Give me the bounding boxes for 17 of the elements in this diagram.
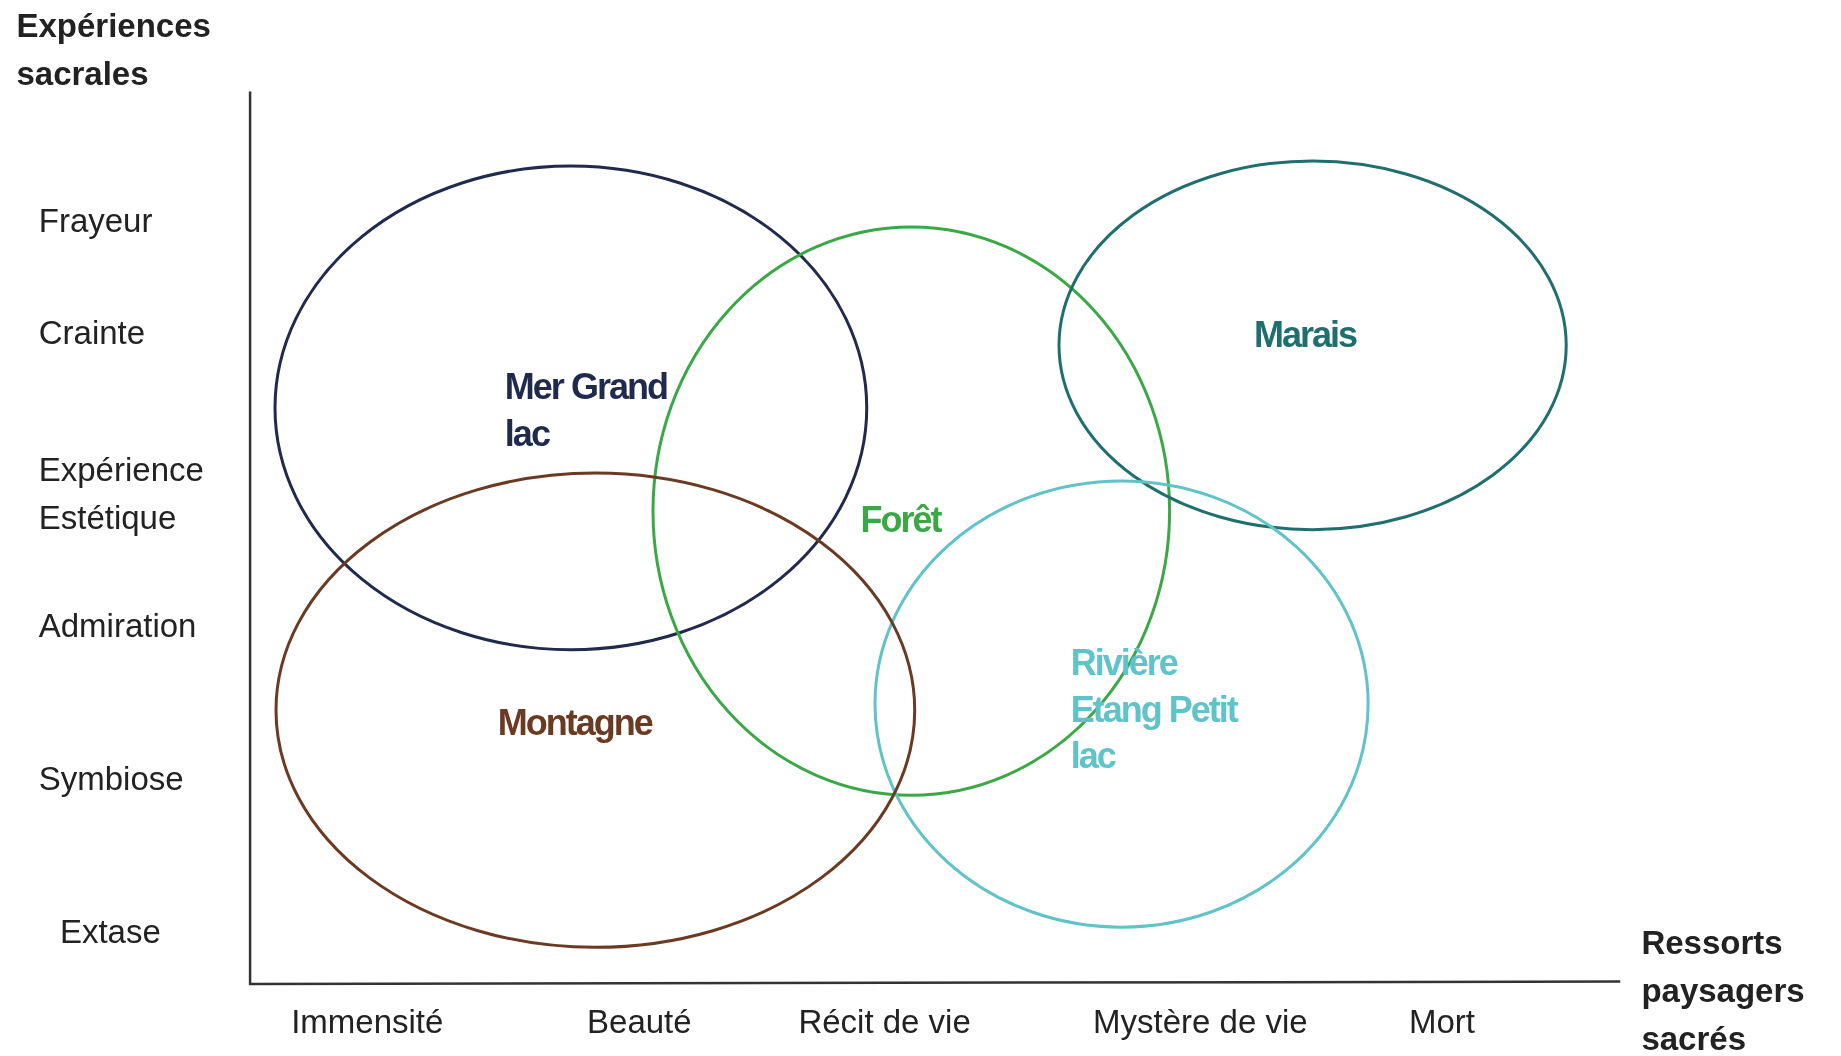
axis-tick-label: Expérience Estétique	[38, 450, 205, 538]
axis-title: Expériences sacrales	[16, 6, 212, 95]
axis-tick-label: Frayeur	[38, 201, 154, 242]
region-label: Montagne	[497, 700, 654, 745]
region-label: Marais	[1253, 313, 1358, 358]
axis-tick-label: Mystère de vie	[1093, 1002, 1309, 1042]
axis-tick-label: Récit de vie	[798, 1002, 972, 1042]
region-label: Forêt	[860, 497, 943, 542]
axis-tick-label: Immensité	[291, 1002, 445, 1042]
axis-tick-label: Symbiose	[38, 758, 185, 799]
axis-tick-label: Crainte	[38, 312, 147, 353]
axis-tick-label: Admiration	[38, 606, 198, 647]
axis-tick-label: Extase	[59, 911, 162, 952]
axis-title: Ressorts paysagers sacrés	[1641, 923, 1806, 1056]
axis-tick-label: Mort	[1408, 1002, 1476, 1042]
region-label: Mer Grand lac	[504, 364, 668, 456]
ellipse-region	[1059, 160, 1567, 530]
